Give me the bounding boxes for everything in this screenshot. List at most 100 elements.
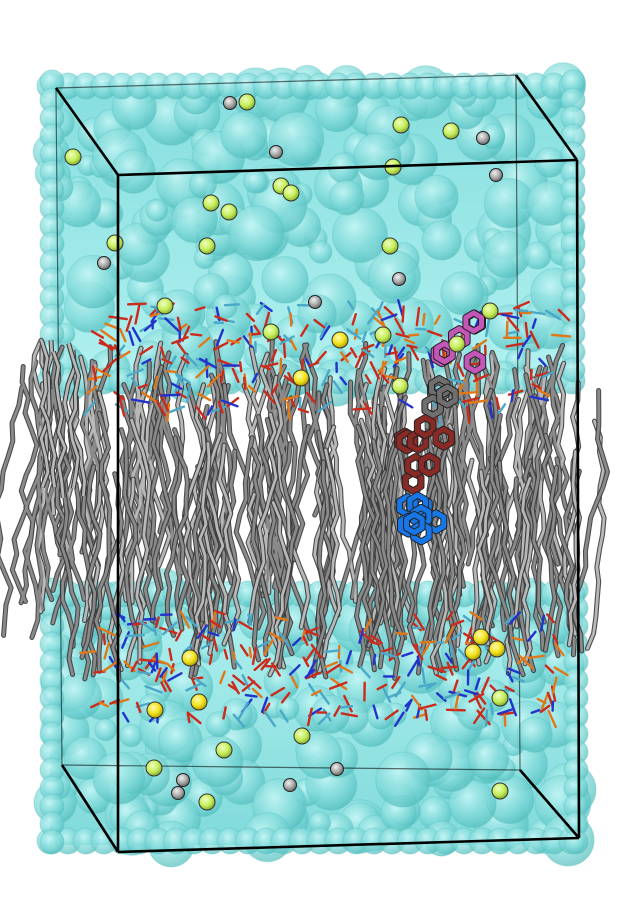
headgroup-bond: [307, 659, 317, 677]
headgroup-bond: [166, 405, 186, 415]
headgroup-bond: [185, 682, 203, 692]
box-front-edge: [519, 769, 580, 839]
green-ion: [442, 122, 460, 140]
headgroup-bond: [416, 655, 421, 667]
headgroup-bond: [237, 701, 250, 720]
headgroup-bond: [262, 389, 276, 405]
blue-molecule-ring: [404, 512, 425, 535]
headgroup-bond: [425, 682, 437, 690]
headgroup-bond: [155, 652, 159, 670]
lipid-tail: [67, 343, 81, 490]
headgroup-bond: [104, 322, 119, 330]
lipid-tail: [471, 474, 490, 666]
headgroup-bond: [83, 400, 96, 416]
headgroup-bond: [274, 616, 289, 622]
headgroup-bond: [253, 658, 268, 671]
headgroup-bond: [159, 393, 170, 412]
headgroup-bond: [364, 374, 372, 385]
headgroup-bond: [167, 672, 183, 682]
headgroup-bond: [154, 667, 162, 683]
headgroup-bond: [413, 713, 426, 719]
headgroup-bond: [278, 631, 290, 648]
headgroup-bond: [324, 649, 340, 654]
headgroup-bond: [198, 357, 218, 369]
headgroup-bond: [462, 614, 472, 622]
headgroup-bond: [103, 641, 111, 660]
headgroup-bond: [497, 403, 507, 415]
water-top-bubble: [188, 170, 217, 199]
headgroup-bond: [305, 671, 322, 680]
headgroup-bond: [413, 613, 425, 631]
headgroup-bond: [194, 306, 206, 312]
headgroup-bond: [535, 371, 552, 377]
headgroup-bond: [504, 685, 515, 693]
headgroup-bond: [154, 616, 160, 628]
headgroup-bond: [176, 316, 182, 331]
headgroup-bond: [282, 394, 299, 401]
headgroup-bond: [506, 671, 514, 683]
headgroup-bond: [200, 642, 212, 650]
lipid-tail: [248, 412, 278, 624]
green-ion: [156, 297, 174, 315]
headgroup-bond: [118, 397, 126, 417]
headgroup-bond: [394, 711, 405, 728]
headgroup-bond: [379, 647, 393, 654]
headgroup-bond: [346, 328, 362, 340]
headgroup-bond: [102, 633, 107, 646]
headgroup-bond: [290, 675, 299, 689]
water-top-bubble: [111, 149, 156, 194]
headgroup-bond: [130, 377, 139, 387]
lipid-tail: [542, 433, 563, 658]
headgroup-bond: [264, 362, 279, 368]
headgroup-bond: [481, 676, 490, 694]
water-bottom-bubble: [448, 779, 497, 829]
gray-ion: [392, 272, 406, 286]
headgroup-bond: [321, 369, 331, 387]
headgroup-bond: [380, 651, 398, 659]
headgroup-bond: [505, 342, 525, 348]
headgroup-bond: [280, 691, 291, 704]
headgroup-bond: [214, 315, 229, 322]
headgroup-bond: [546, 613, 555, 624]
headgroup-bond: [97, 626, 117, 637]
headgroup-bond: [319, 322, 328, 339]
headgroup-bond: [469, 611, 483, 621]
headgroup-bond: [179, 610, 191, 629]
headgroup-bond: [340, 351, 352, 362]
headgroup-bond: [398, 398, 414, 409]
headgroup-bond: [94, 367, 111, 377]
headgroup-bond: [119, 328, 127, 343]
lipid-tail: [416, 456, 446, 675]
headgroup-bond: [446, 611, 454, 621]
gray-ion: [330, 762, 344, 776]
yellow-ion: [181, 649, 199, 667]
lipid-tail: [137, 388, 172, 568]
headgroup-bond: [395, 332, 410, 339]
headgroup-bond: [260, 696, 269, 713]
headgroup-bond: [160, 681, 167, 692]
headgroup-bond: [427, 329, 443, 337]
headgroup-bond: [317, 400, 333, 413]
headgroup-bond: [306, 392, 317, 404]
headgroup-bond: [461, 657, 472, 670]
headgroup-bond: [395, 632, 409, 635]
headgroup-bond: [552, 634, 559, 644]
headgroup-bond: [286, 400, 292, 421]
headgroup-bond: [529, 395, 550, 402]
headgroup-bond: [181, 325, 191, 342]
headgroup-bond: [270, 662, 281, 677]
lipid-tail: [150, 365, 172, 623]
headgroup-bond: [79, 650, 97, 655]
headgroup-bond: [529, 330, 540, 349]
headgroup-bond: [276, 335, 285, 344]
headgroup-bond: [143, 319, 157, 332]
headgroup-bond: [472, 692, 482, 709]
headgroup-bond: [130, 398, 151, 404]
lipid-tail: [250, 448, 272, 656]
headgroup-bond: [508, 611, 521, 625]
headgroup-bond: [366, 308, 380, 325]
headgroup-bond: [499, 711, 516, 716]
headgroup-bond: [333, 705, 341, 717]
headgroup-bond: [332, 380, 343, 394]
headgroup-bond: [500, 313, 520, 320]
